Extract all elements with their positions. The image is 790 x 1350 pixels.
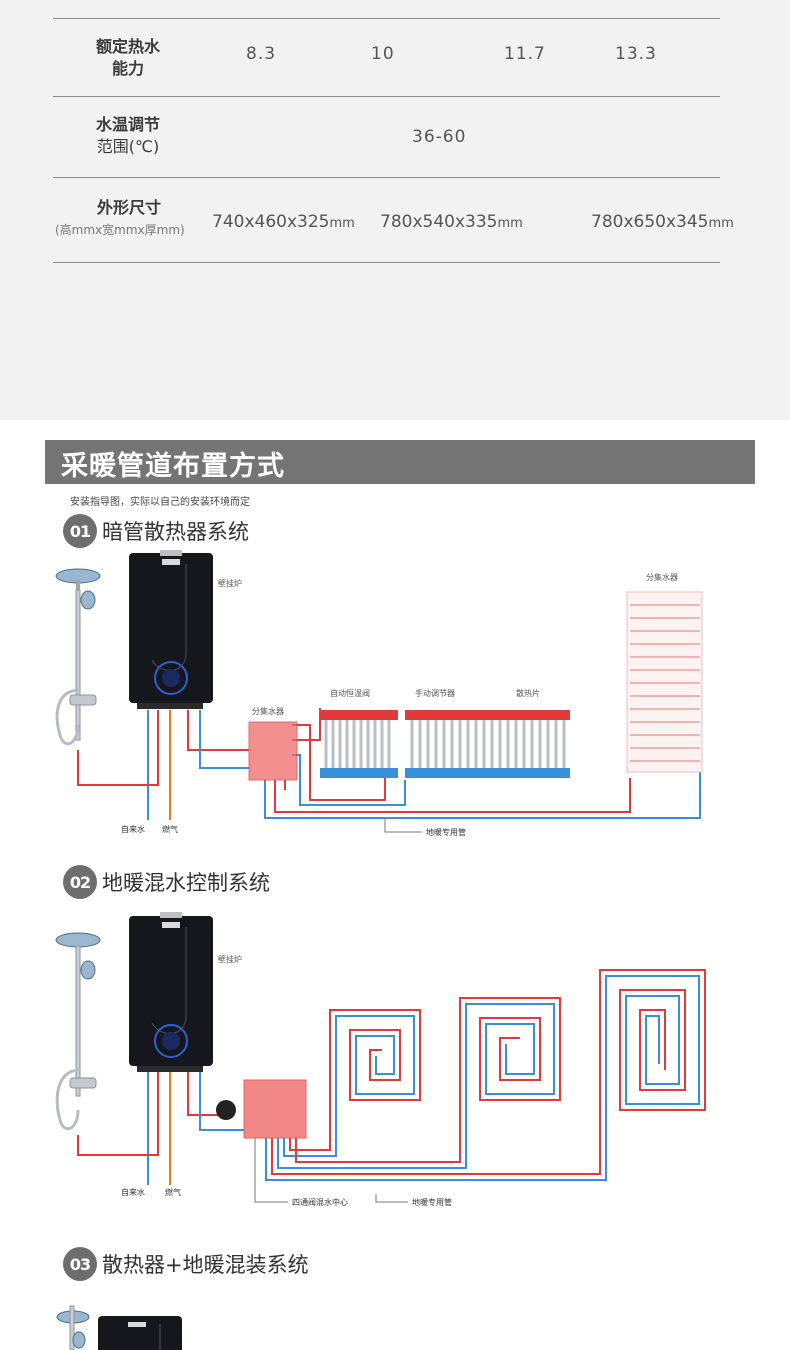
towel-radiator-icon: [626, 591, 703, 773]
mix-center-label: 四通阀混水中心: [292, 1197, 348, 1207]
tap-water-label: 自来水: [121, 824, 145, 834]
table-cell: 11.7: [504, 44, 546, 64]
system-title: 散热器+地暖混装系统: [102, 1253, 309, 1277]
diagram-floor-heating-system: 壁挂炉 自来水 燃气 四通阀混水中心 地暖专用管: [55, 912, 706, 1207]
row-label-line: 范围(℃): [96, 137, 160, 156]
system-number-badge: 02: [63, 865, 97, 899]
shower-icon: [56, 1305, 90, 1350]
row-label-hot-water: 额定热水 能力: [88, 36, 168, 80]
boiler-icon: [98, 1316, 182, 1350]
gas-label: 燃气: [162, 824, 178, 834]
table-cell: 10: [371, 44, 395, 64]
diagram-radiator-system: 壁挂炉 分集水器: [55, 550, 703, 837]
system-header-02: 02 地暖混水控制系统: [63, 865, 270, 899]
manifold-icon: [243, 1079, 307, 1139]
dimension-value: 740x460x325: [212, 212, 330, 232]
auto-valve-label: 自动恒温阀: [330, 688, 370, 698]
table-cell: 740x460x325mm: [212, 212, 355, 232]
pipes: [77, 1072, 244, 1185]
system-number-badge: 01: [63, 514, 97, 548]
gas-label: 燃气: [165, 1187, 181, 1197]
shower-icon: [55, 932, 101, 1131]
row-label-line: 水温调节: [95, 115, 160, 134]
table-divider: [53, 96, 720, 97]
boiler-icon: [129, 912, 213, 1072]
dimension-unit: mm: [708, 216, 734, 231]
boiler-label: 壁挂炉: [218, 578, 242, 588]
floor-pipe-label: 地暖专用管: [426, 827, 466, 837]
row-label-dimensions: 外形尺寸: [96, 198, 161, 217]
table-cell: 36-60: [412, 127, 467, 147]
system-header-01: 01 暗管散热器系统: [63, 514, 249, 548]
manifold-label: 分集水器: [252, 706, 284, 716]
dimension-unit: mm: [497, 216, 523, 231]
boiler-icon: [129, 550, 213, 709]
manual-valve-label: 手动调节器: [415, 688, 455, 698]
system-header-03: 03 散热器+地暖混装系统: [63, 1247, 309, 1281]
row-label-line: 能力: [111, 59, 144, 78]
boiler-label: 壁挂炉: [218, 954, 242, 964]
heating-layout-section: 采暖管道布置方式 安装指导图，实际以自己的安装环境而定 01 暗管散热器系统 壁…: [0, 420, 790, 1350]
row-label-units: (高mmx宽mmx厚mm): [55, 223, 185, 237]
row-label-line: 额定热水: [95, 37, 160, 56]
row-label-temp-range: 水温调节 范围(℃): [88, 114, 168, 158]
section-title: 采暖管道布置方式: [61, 451, 285, 482]
shower-icon: [55, 568, 101, 746]
tap-water-label: 自来水: [121, 1187, 145, 1197]
dimension-unit: mm: [329, 216, 355, 231]
dimension-value: 780x540x335: [380, 212, 498, 232]
section-banner: 采暖管道布置方式: [45, 440, 755, 484]
spec-table: 额定热水 能力 8.3 10 11.7 13.3 水温调节 范围(℃) 36-6…: [0, 0, 790, 420]
radiator-label: 散热片: [516, 688, 540, 698]
radiator-icon: [320, 710, 398, 778]
table-divider: [53, 262, 720, 263]
table-cell: 8.3: [246, 44, 277, 64]
table-cell: 780x650x345mm: [591, 212, 734, 232]
towel-rack-label: 分集水器: [646, 572, 678, 582]
system-number-badge: 03: [63, 1247, 97, 1281]
pump-icon: [216, 1100, 236, 1120]
table-divider: [53, 18, 720, 19]
section-note: 安装指导图，实际以自己的安装环境而定: [70, 497, 250, 508]
table-cell: 780x540x335mm: [380, 212, 523, 232]
floor-pipe-label: 地暖专用管: [412, 1197, 452, 1207]
floor-heating-loops: [265, 969, 706, 1181]
system-title: 地暖混水控制系统: [102, 871, 270, 895]
table-cell: 13.3: [615, 44, 657, 64]
radiator-icon: [405, 710, 570, 778]
system-title: 暗管散热器系统: [102, 520, 249, 544]
manifold-icon: [248, 721, 298, 781]
table-divider: [53, 177, 720, 178]
diagram-mixed-system: [56, 1305, 182, 1350]
dimension-value: 780x650x345: [591, 212, 709, 232]
